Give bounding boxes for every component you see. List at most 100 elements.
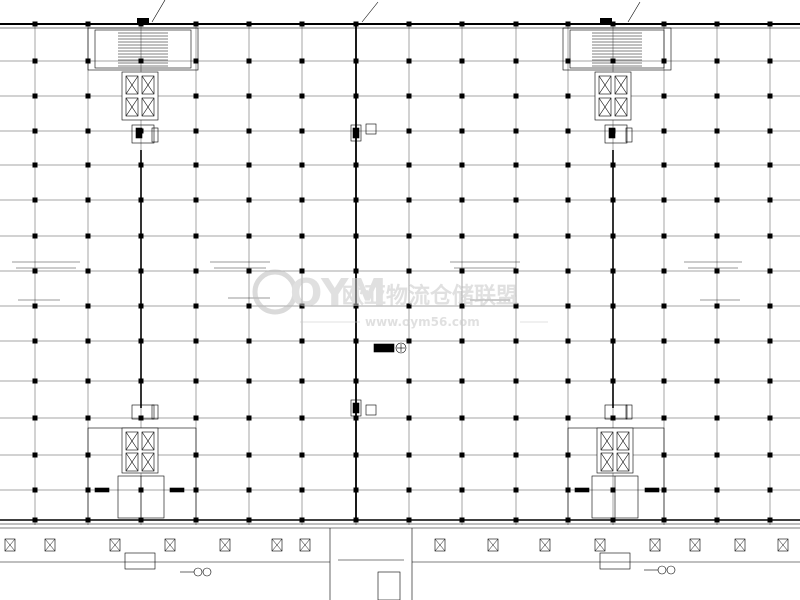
column-marker [565, 378, 571, 384]
column-marker [32, 233, 38, 239]
column-marker [513, 93, 519, 99]
column-marker [299, 162, 305, 168]
room-annotations [12, 261, 742, 301]
column-marker [610, 58, 616, 64]
column-marker [406, 415, 412, 421]
column-marker [513, 128, 519, 134]
column-marker [406, 338, 412, 344]
corridor-box [271, 538, 283, 552]
column-marker [32, 415, 38, 421]
watermark-url: www.oym56.com [365, 315, 480, 329]
column-marker [565, 162, 571, 168]
core-bottom-right [567, 404, 665, 521]
column-marker [661, 93, 667, 99]
corridor-box [164, 538, 176, 552]
column-marker [714, 378, 720, 384]
column-marker [714, 233, 720, 239]
column-marker [85, 128, 91, 134]
column-marker [565, 268, 571, 274]
column-marker [767, 233, 773, 239]
column-marker [767, 378, 773, 384]
column-marker [459, 303, 465, 309]
column-marker [513, 378, 519, 384]
watermark-logo-letters: OYM [290, 271, 386, 315]
column-marker [459, 197, 465, 203]
corridor-box-cross [539, 538, 551, 552]
corridor-box-cross [649, 538, 661, 552]
top-wall [0, 0, 800, 29]
column-marker [299, 128, 305, 134]
column-marker [246, 197, 252, 203]
column-marker [767, 415, 773, 421]
column-marker [193, 197, 199, 203]
corridor-box-cross [219, 538, 231, 552]
corridor-box-cross [689, 538, 701, 552]
column-marker [406, 197, 412, 203]
column-marker [299, 452, 305, 458]
column-marker [459, 378, 465, 384]
column-marker [193, 162, 199, 168]
column-marker [85, 303, 91, 309]
column-marker [406, 452, 412, 458]
column-marker [32, 303, 38, 309]
column-marker [406, 128, 412, 134]
column-marker [246, 378, 252, 384]
column-marker [513, 233, 519, 239]
column-marker [85, 378, 91, 384]
watermark-name: 欧亚物流仓储联盟 [342, 283, 518, 309]
column-marker [85, 338, 91, 344]
column-marker [193, 93, 199, 99]
column-marker [714, 58, 720, 64]
column-marker [767, 162, 773, 168]
column-marker [406, 58, 412, 64]
corridor-box [689, 538, 701, 552]
column-marker [85, 415, 91, 421]
column-marker [714, 128, 720, 134]
column-marker [32, 128, 38, 134]
column-marker [85, 162, 91, 168]
column-marker [299, 233, 305, 239]
column-marker [459, 452, 465, 458]
corridor-box [539, 538, 551, 552]
column-marker [32, 162, 38, 168]
column-marker [661, 233, 667, 239]
column-marker [193, 338, 199, 344]
corridor-box [649, 538, 661, 552]
column-marker [661, 338, 667, 344]
column-marker [32, 452, 38, 458]
column-marker [406, 162, 412, 168]
column-marker [85, 268, 91, 274]
corridor-box-cross [734, 538, 746, 552]
column-marker [299, 487, 305, 493]
column-marker [565, 197, 571, 203]
column-marker [513, 197, 519, 203]
column-marker [299, 268, 305, 274]
corridor-box [487, 538, 499, 552]
corridor-box [109, 538, 121, 552]
corridor-box-cross [44, 538, 56, 552]
core-bottom-left [87, 404, 197, 521]
column-marker [513, 303, 519, 309]
column-marker [565, 93, 571, 99]
corridor-box-cross [487, 538, 499, 552]
column-marker [299, 415, 305, 421]
column-marker [714, 452, 720, 458]
column-marker [610, 415, 616, 421]
column-marker [299, 338, 305, 344]
bottom-corridor [0, 519, 800, 600]
column-marker [767, 58, 773, 64]
column-marker [193, 58, 199, 64]
column-marker [459, 58, 465, 64]
column-marker [246, 415, 252, 421]
column-marker [767, 268, 773, 274]
corridor-box-cross [4, 538, 16, 552]
column-marker [246, 93, 252, 99]
watermark-logo: OYM 欧亚物流仓储联盟 www.oym56.com [252, 269, 548, 329]
column-marker [32, 268, 38, 274]
column-marker [406, 233, 412, 239]
column-marker [767, 338, 773, 344]
column-marker [246, 128, 252, 134]
column-marker [32, 58, 38, 64]
column-marker [661, 415, 667, 421]
column-marker [661, 128, 667, 134]
